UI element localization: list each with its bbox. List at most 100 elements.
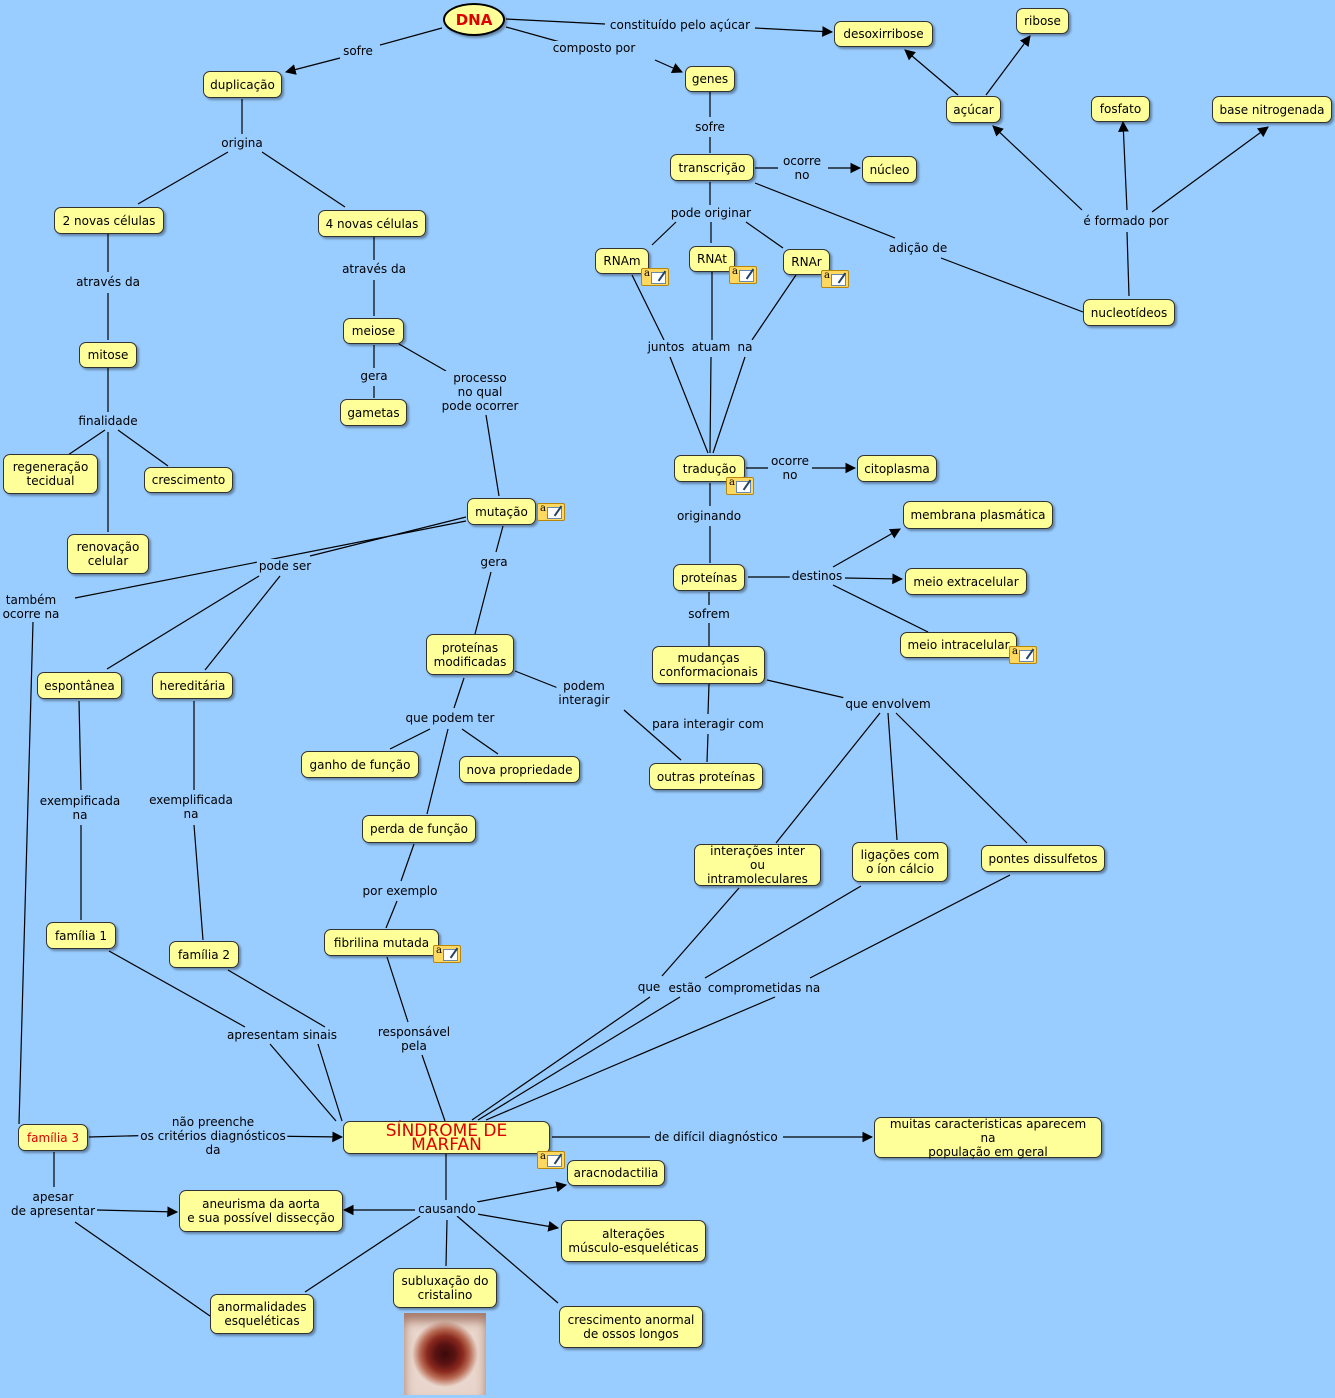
resource-note-icon[interactable]: a	[821, 270, 849, 288]
node-transcricao[interactable]: transcrição	[670, 154, 754, 181]
node-duplicacao[interactable]: duplicação	[203, 71, 282, 98]
link-label-responsavel: responsável pela	[375, 1025, 453, 1053]
resource-note-icon[interactable]: a	[537, 503, 565, 521]
link-label-e-formado: é formado por	[1081, 214, 1171, 228]
node-familia-2[interactable]: família 2	[169, 941, 239, 968]
node-proteinas-modificadas[interactable]: proteínas modificadas	[426, 634, 514, 675]
node-espontanea[interactable]: espontânea	[37, 672, 122, 699]
node-crescimento[interactable]: crescimento	[144, 467, 233, 493]
link-label-originando: originando	[674, 509, 744, 523]
node-aracnodactilia[interactable]: aracnodactilia	[567, 1160, 665, 1186]
node-alteracoes-musculo[interactable]: alterações músculo-esqueléticas	[561, 1220, 706, 1262]
node-2-novas-celulas[interactable]: 2 novas células	[54, 207, 164, 234]
node-acucar[interactable]: açúcar	[946, 96, 1001, 123]
resource-note-icon[interactable]: a	[641, 268, 669, 286]
link-label-exemplificada: exemplificada na	[147, 793, 235, 821]
link-label-apesar: apesar de apresentar	[8, 1190, 98, 1218]
link-label-destinos: destinos	[789, 569, 845, 583]
node-rnar[interactable]: RNAr	[783, 249, 830, 275]
link-label-origina: origina	[219, 136, 265, 150]
link-label-gera: gera	[358, 369, 390, 383]
link-label-ocorre-no-traducao: ocorre no	[768, 454, 812, 482]
link-label-que: que	[635, 980, 663, 994]
resource-note-icon[interactable]: a	[726, 477, 754, 495]
node-crescimento-ossos[interactable]: crescimento anormal de ossos longos	[559, 1306, 703, 1348]
node-rnam[interactable]: RNAm	[595, 248, 649, 274]
link-label-ocorre-no: ocorre no	[780, 154, 824, 182]
link-label-sofre-genes: sofre	[693, 120, 727, 134]
node-subluxacao-cristalino[interactable]: subluxação do cristalino	[393, 1268, 497, 1308]
node-mitose[interactable]: mitose	[79, 342, 137, 368]
node-outras-proteinas[interactable]: outras proteínas	[649, 763, 763, 790]
resource-note-icon[interactable]: a	[729, 266, 757, 284]
node-meiose[interactable]: meiose	[343, 318, 404, 344]
node-nucleo[interactable]: núcleo	[862, 156, 917, 183]
node-pontes-dissulfetos[interactable]: pontes dissulfetos	[981, 845, 1105, 872]
link-label-que-envolvem: que envolvem	[843, 697, 933, 711]
node-rnat[interactable]: RNAt	[689, 246, 735, 272]
link-label-que-podem-ter: que podem ter	[403, 711, 497, 725]
link-label-atuam: atuam	[689, 340, 733, 354]
node-membrana-plasmatica[interactable]: membrana plasmática	[903, 501, 1053, 529]
link-label-composto: composto por	[550, 41, 638, 55]
link-label-nao-preenche: não preenche os critérios diagnósticos d…	[138, 1115, 288, 1157]
link-label-gera-mutacao: gera	[478, 555, 510, 569]
link-label-para-interagir: para interagir com	[650, 717, 766, 731]
node-meio-extracelular[interactable]: meio extracelular	[905, 568, 1027, 595]
node-gametas[interactable]: gametas	[340, 399, 407, 426]
node-regeneracao[interactable]: regeneração tecidual	[3, 454, 98, 494]
node-mudancas-conformacionais[interactable]: mudanças conformacionais	[652, 646, 765, 684]
node-4-novas-celulas[interactable]: 4 novas células	[318, 210, 426, 237]
link-label-tambem: também ocorre na	[0, 593, 62, 621]
link-label-pode-ser: pode ser	[256, 559, 314, 573]
link-label-comprometidas: comprometidas na	[705, 981, 823, 995]
node-aneurisma-aorta[interactable]: aneurisma da aorta e sua possível dissec…	[179, 1190, 343, 1232]
node-ribose[interactable]: ribose	[1016, 8, 1069, 34]
node-proteinas[interactable]: proteínas	[673, 564, 745, 591]
link-label-dificil: de difícil diagnóstico	[652, 1130, 780, 1144]
node-ganho-de-funcao[interactable]: ganho de função	[301, 751, 419, 778]
node-muitas-caracteristicas[interactable]: muitas caracteristicas aparecem na popul…	[874, 1117, 1102, 1159]
link-label-atraves-meiose: através da	[340, 262, 408, 276]
link-label-finalidade: finalidade	[76, 414, 140, 428]
node-fibrilina-mutada[interactable]: fibrilina mutada	[324, 929, 439, 956]
node-familia-1[interactable]: família 1	[46, 922, 116, 949]
link-label-apresentam: apresentam sinais	[225, 1028, 339, 1042]
node-ligacoes-calcio[interactable]: ligações com o íon cálcio	[852, 842, 948, 882]
link-label-causando: causando	[416, 1202, 478, 1216]
node-citoplasma[interactable]: citoplasma	[857, 455, 937, 482]
resource-note-icon[interactable]: a	[537, 1151, 565, 1169]
link-label-adicao: adição de	[886, 241, 950, 255]
node-hereditaria[interactable]: hereditária	[152, 672, 233, 699]
node-genes[interactable]: genes	[685, 66, 735, 92]
link-label-exempificada: exempificada na	[37, 794, 123, 822]
link-label-na: na	[735, 340, 755, 354]
node-familia-3[interactable]: família 3	[18, 1124, 88, 1151]
link-label-processo: processo no qual pode ocorrer	[439, 371, 521, 413]
node-desoxirribose[interactable]: desoxirribose	[834, 21, 933, 47]
node-nucleotideos[interactable]: nucleotídeos	[1083, 299, 1175, 326]
node-fosfato[interactable]: fosfato	[1091, 96, 1150, 122]
link-label-atraves-mitose: através da	[74, 275, 142, 289]
node-dna[interactable]: DNA	[443, 3, 505, 36]
node-mutacao[interactable]: mutação	[467, 498, 536, 525]
node-nova-propriedade[interactable]: nova propriedade	[459, 756, 580, 783]
link-label-pode-originar: pode originar	[668, 206, 754, 220]
node-renovacao[interactable]: renovação celular	[67, 534, 149, 574]
link-label-sofre: sofre	[341, 44, 375, 58]
node-interacoes[interactable]: interações inter ou intramoleculares	[694, 844, 821, 886]
node-sindrome-de-marfan[interactable]: SÍNDROME DE MARFAN	[343, 1121, 550, 1154]
link-label-constituido: constituído pelo açúcar	[607, 18, 753, 32]
node-meio-intracelular[interactable]: meio intracelular	[900, 632, 1017, 658]
resource-note-icon[interactable]: a	[433, 945, 461, 963]
node-anormalidades-esqueleticas[interactable]: anormalidades esqueléticas	[210, 1294, 314, 1334]
resource-note-icon[interactable]: a	[1009, 646, 1037, 664]
node-perda-de-funcao[interactable]: perda de função	[362, 815, 476, 843]
link-label-sofrem: sofrem	[686, 607, 732, 621]
link-label-juntos: juntos	[645, 340, 687, 354]
eye-photo	[404, 1313, 486, 1395]
node-base-nitrogenada[interactable]: base nitrogenada	[1212, 96, 1332, 123]
link-label-por-exemplo: por exemplo	[360, 884, 440, 898]
